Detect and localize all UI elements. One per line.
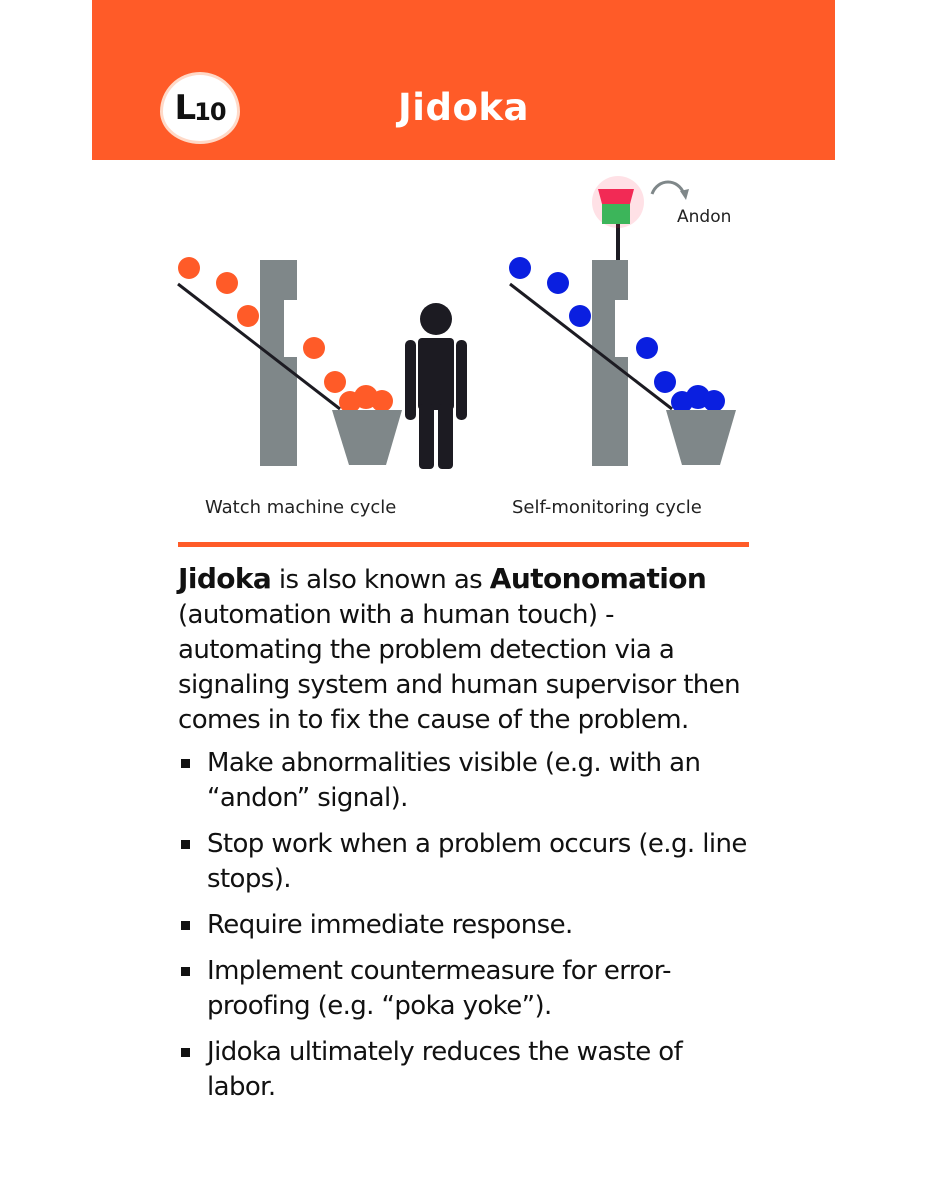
right-machine: Andon <box>509 176 736 466</box>
divider <box>178 542 749 547</box>
right-ball <box>636 337 658 359</box>
left-caption: Watch machine cycle <box>205 497 397 518</box>
andon-label: Andon <box>677 207 731 227</box>
right-caption: Self-monitoring cycle <box>512 497 702 518</box>
left-machine <box>177 257 402 466</box>
andon-light-icon <box>592 176 644 260</box>
right-chute <box>509 282 673 411</box>
left-ball <box>324 371 346 393</box>
jidoka-illustration: Andon <box>177 176 736 469</box>
person-icon <box>405 303 467 469</box>
andon-arrow-icon <box>650 180 686 195</box>
intro-term: Jidoka <box>178 562 272 595</box>
bullet-list: Make abnormalities visible (e.g. with an… <box>178 746 758 1116</box>
left-basket <box>332 385 402 465</box>
andon-arrow-head-icon <box>680 189 689 200</box>
bullet-square-icon <box>181 921 190 930</box>
right-basket <box>666 385 736 465</box>
list-item: Make abnormalities visible (e.g. with an… <box>178 746 758 816</box>
left-ball <box>178 257 200 279</box>
list-item: Stop work when a problem occurs (e.g. li… <box>178 827 758 897</box>
list-item-text: Jidoka ultimately reduces the waste of l… <box>207 1037 683 1102</box>
right-ball <box>509 257 531 279</box>
left-ball <box>237 305 259 327</box>
list-item: Require immediate response. <box>178 908 758 943</box>
badge-number: 10 <box>194 98 226 126</box>
left-ball <box>303 337 325 359</box>
bullet-square-icon <box>181 759 190 768</box>
list-item-text: Make abnormalities visible (e.g. with an… <box>207 748 701 813</box>
right-ball <box>654 371 676 393</box>
list-item-text: Stop work when a problem occurs (e.g. li… <box>207 829 747 894</box>
right-ball <box>547 272 569 294</box>
bullet-square-icon <box>181 1048 190 1057</box>
list-item-text: Implement countermeasure for error-proof… <box>207 956 672 1021</box>
page-title: Jidoka <box>398 86 529 129</box>
intro-alias: Autonomation <box>489 562 707 595</box>
list-item: Implement countermeasure for error-proof… <box>178 954 758 1024</box>
list-item: Jidoka ultimately reduces the waste of l… <box>178 1035 758 1105</box>
intro-mid: is also known as <box>271 565 490 595</box>
left-ball <box>216 272 238 294</box>
right-ball <box>569 305 591 327</box>
intro-rest: (automation with a human touch) - automa… <box>178 600 741 735</box>
list-item-text: Require immediate response. <box>207 910 573 940</box>
bullet-square-icon <box>181 967 190 976</box>
left-chute <box>177 282 341 411</box>
badge-letter: L <box>174 88 196 128</box>
bullet-square-icon <box>181 840 190 849</box>
intro-paragraph: Jidoka is also known as Autonomation (au… <box>178 561 758 738</box>
